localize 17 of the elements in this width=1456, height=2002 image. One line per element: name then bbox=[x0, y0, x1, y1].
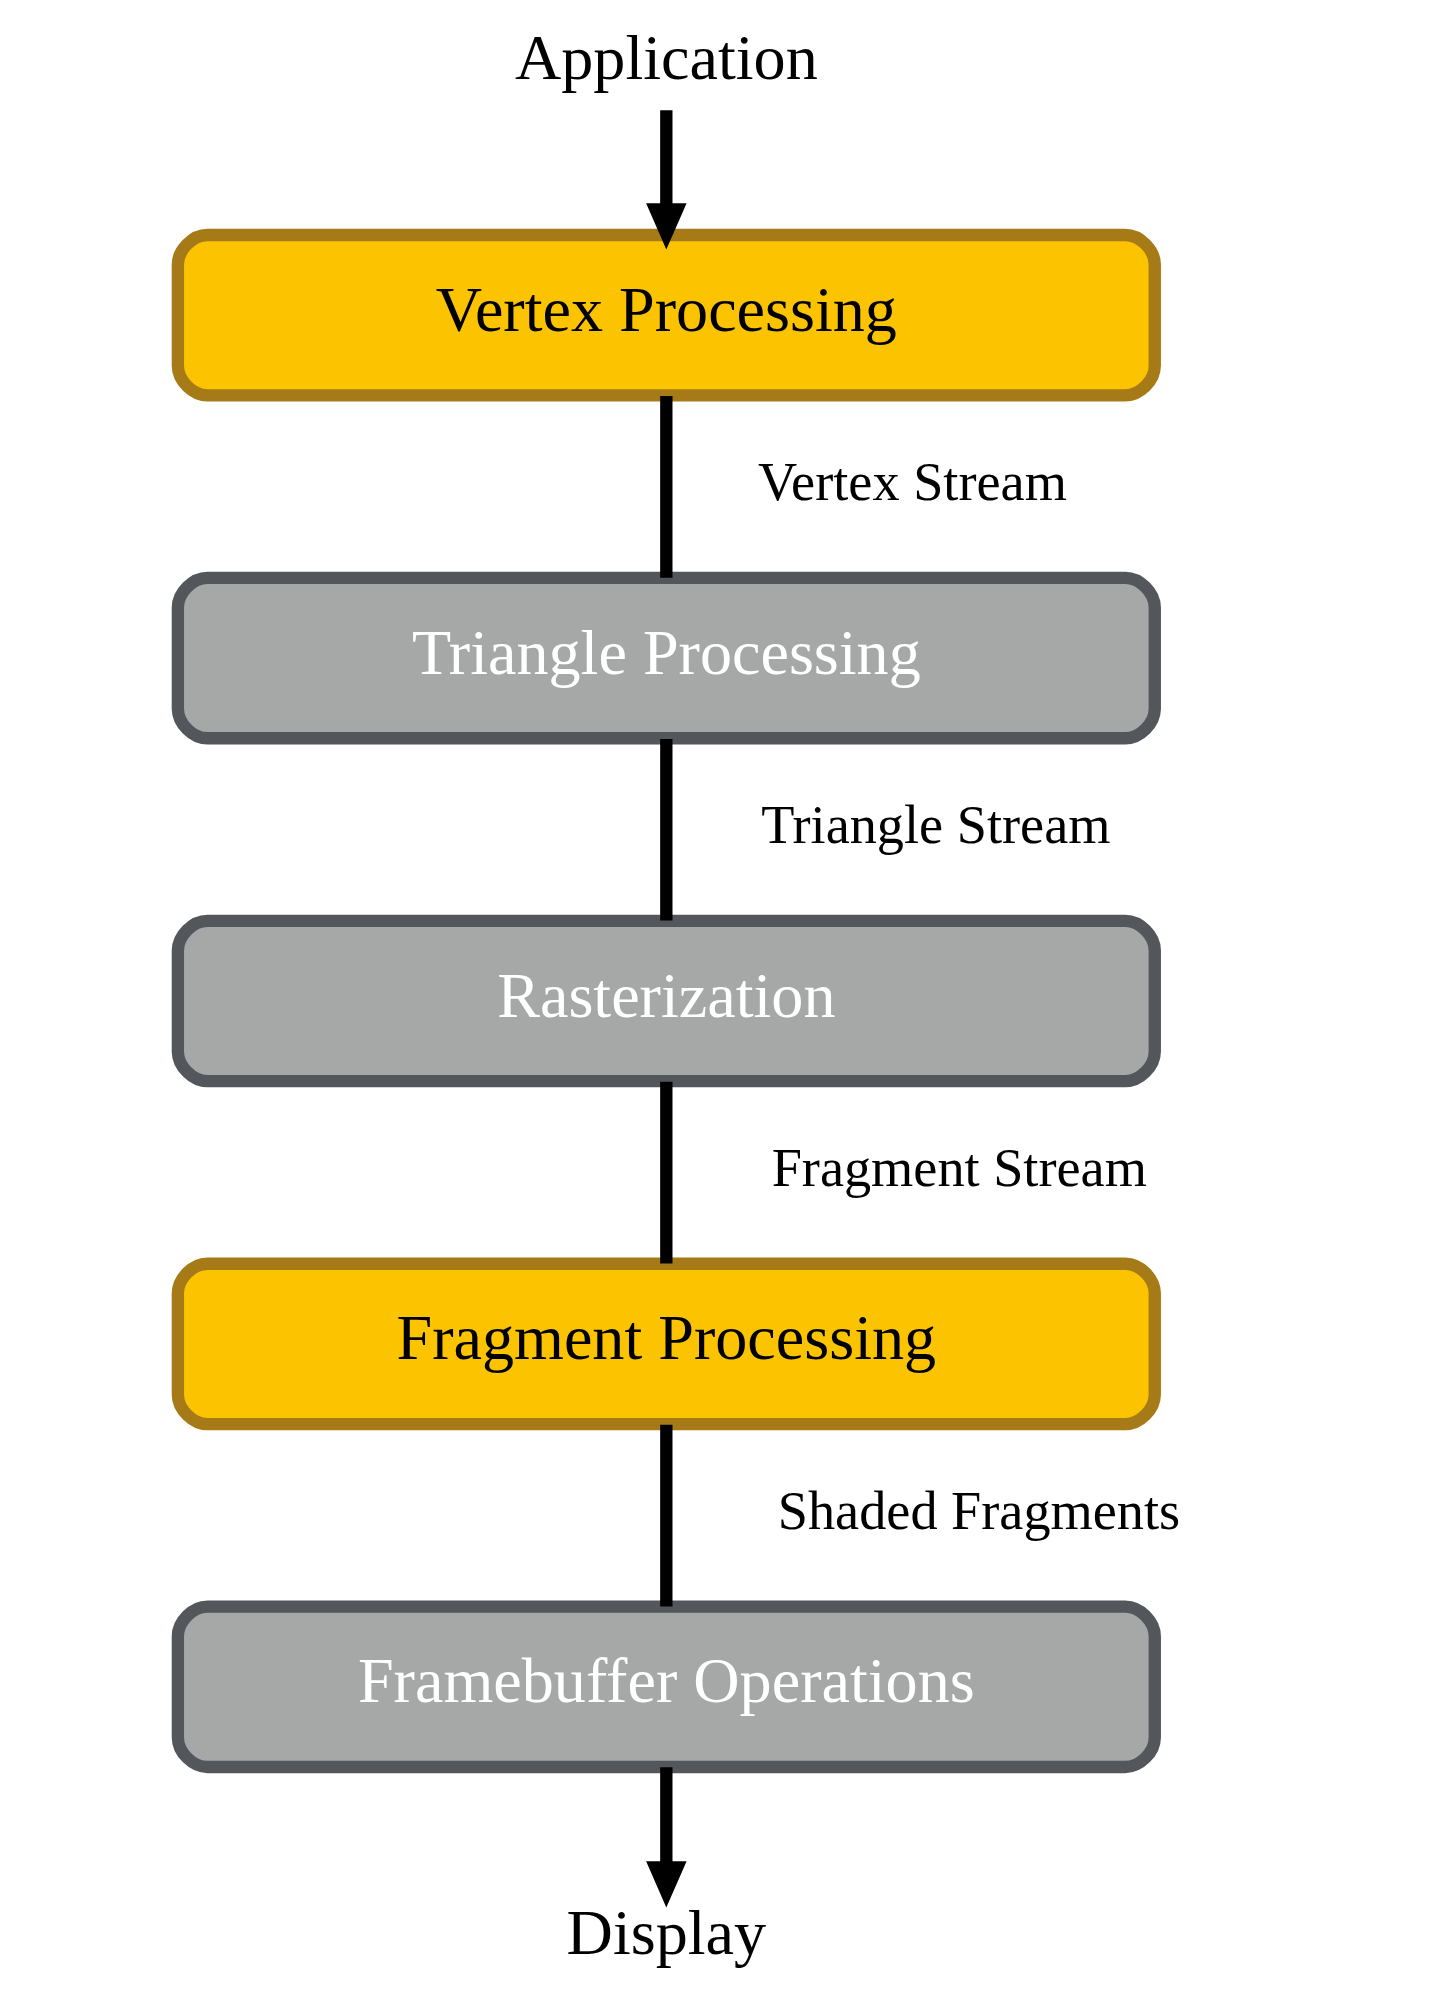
node-box: Framebuffer Operations bbox=[171, 1600, 1161, 1774]
arrow bbox=[646, 1767, 687, 1908]
connector bbox=[660, 738, 673, 921]
edge-label: Shaded Fragments bbox=[777, 1481, 1181, 1542]
node-box: Vertex Processing bbox=[171, 228, 1161, 402]
node-text: Display bbox=[566, 1896, 767, 1968]
node-text: Application bbox=[514, 22, 818, 94]
connector bbox=[660, 1081, 673, 1264]
node-box: Rasterization bbox=[171, 914, 1161, 1088]
edge-label: Fragment Stream bbox=[771, 1138, 1147, 1199]
connector bbox=[660, 1424, 673, 1607]
edge-label: Triangle Stream bbox=[761, 795, 1111, 856]
node-box: Triangle Processing bbox=[171, 571, 1161, 745]
connector bbox=[660, 396, 673, 578]
arrow bbox=[646, 110, 687, 250]
edge-label: Vertex Stream bbox=[757, 452, 1067, 513]
node-box: Fragment Processing bbox=[171, 1257, 1161, 1431]
